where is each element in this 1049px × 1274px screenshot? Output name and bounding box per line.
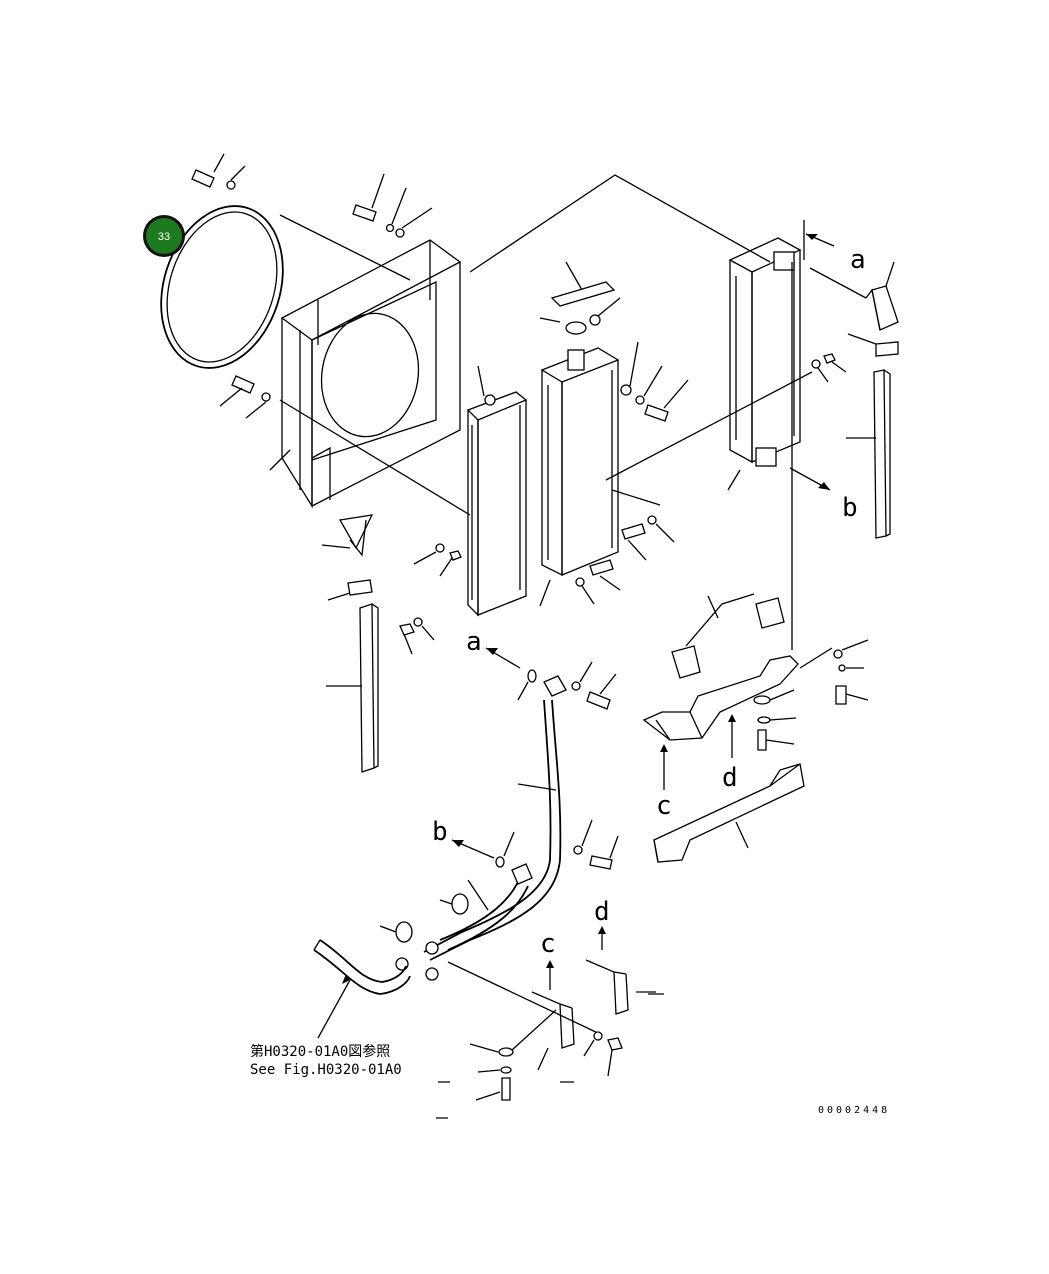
- svg-text:c: c: [540, 929, 556, 959]
- fan-guard-ring[interactable]: [141, 190, 303, 384]
- leader-aftercooler-bolt: [611, 489, 661, 506]
- bracket-lower-center[interactable]: [447, 961, 601, 1071]
- callout-33-label: 33: [158, 231, 170, 243]
- rubber-pad-left[interactable]: [327, 579, 373, 601]
- connector-b-mid: b: [432, 817, 515, 868]
- leader-aftercooler-radiator: [605, 371, 813, 481]
- nut-washer-radiator: [811, 353, 847, 383]
- hose-clamps[interactable]: [379, 893, 469, 981]
- bolt-top-left: [191, 153, 246, 190]
- reference-note: 第H0320-01A0図参照 See Fig.H0320-01A0: [250, 1043, 402, 1078]
- connector-d-right: d: [722, 714, 738, 793]
- connector-a-top: a: [803, 220, 866, 275]
- connector-b-top: b: [789, 467, 858, 523]
- svg-text:b: b: [842, 493, 858, 523]
- svg-text:a: a: [466, 627, 482, 657]
- bolts-lower: [469, 1009, 623, 1101]
- side-rail-left[interactable]: [326, 603, 379, 773]
- pad-left[interactable]: [671, 645, 701, 679]
- connector-c-low: c: [540, 929, 556, 990]
- nut-washer-cooler: [399, 543, 462, 655]
- lower-hose[interactable]: [439, 863, 533, 951]
- oil-cooler[interactable]: [466, 365, 528, 617]
- upper-hose[interactable]: [423, 675, 567, 961]
- aftercooler[interactable]: [539, 317, 620, 577]
- leader-shroud-oilcooler: [279, 399, 471, 516]
- pad-right[interactable]: [685, 593, 785, 647]
- reference-hose[interactable]: [313, 939, 411, 1039]
- svg-text:a: a: [850, 245, 866, 275]
- bolts-aftercooler-right: [539, 297, 689, 607]
- callout-33-badge[interactable]: 33: [143, 215, 185, 257]
- connector-a-mid: a: [466, 627, 537, 701]
- bracket-lower-right[interactable]: [585, 959, 656, 1015]
- support-plate[interactable]: [642, 262, 799, 741]
- reference-note-en: See Fig.H0320-01A0: [250, 1062, 402, 1078]
- bolts-hose-mid: [573, 819, 619, 870]
- cap-plate: [550, 261, 616, 307]
- radiator[interactable]: [727, 237, 802, 491]
- svg-text:d: d: [594, 897, 610, 927]
- mount-bracket-left[interactable]: [321, 514, 374, 557]
- reference-note-jp: 第H0320-01A0図参照: [250, 1043, 390, 1060]
- svg-text:c: c: [656, 791, 672, 821]
- fan-shroud[interactable]: [269, 239, 462, 509]
- side-rail-right[interactable]: [846, 369, 891, 539]
- bolts-hose-top: [571, 661, 617, 710]
- bolt-fan-shroud-top: [352, 173, 433, 238]
- guard-block[interactable]: [653, 763, 805, 863]
- bracket-right[interactable]: [809, 261, 899, 331]
- connector-c-right: c: [656, 744, 672, 821]
- rubber-pad-right[interactable]: [847, 333, 899, 357]
- leader-dashes: [436, 993, 664, 1119]
- connector-d-low: d: [594, 897, 610, 950]
- bolts-support-right: [753, 639, 869, 751]
- leader-shroud-radiator: [469, 174, 771, 273]
- drawing-number: 00002448: [818, 1105, 890, 1116]
- bolt-fan-shroud-left: [219, 375, 271, 419]
- leader-ring-shroud: [279, 214, 411, 281]
- svg-text:d: d: [722, 763, 738, 793]
- svg-text:b: b: [432, 817, 448, 847]
